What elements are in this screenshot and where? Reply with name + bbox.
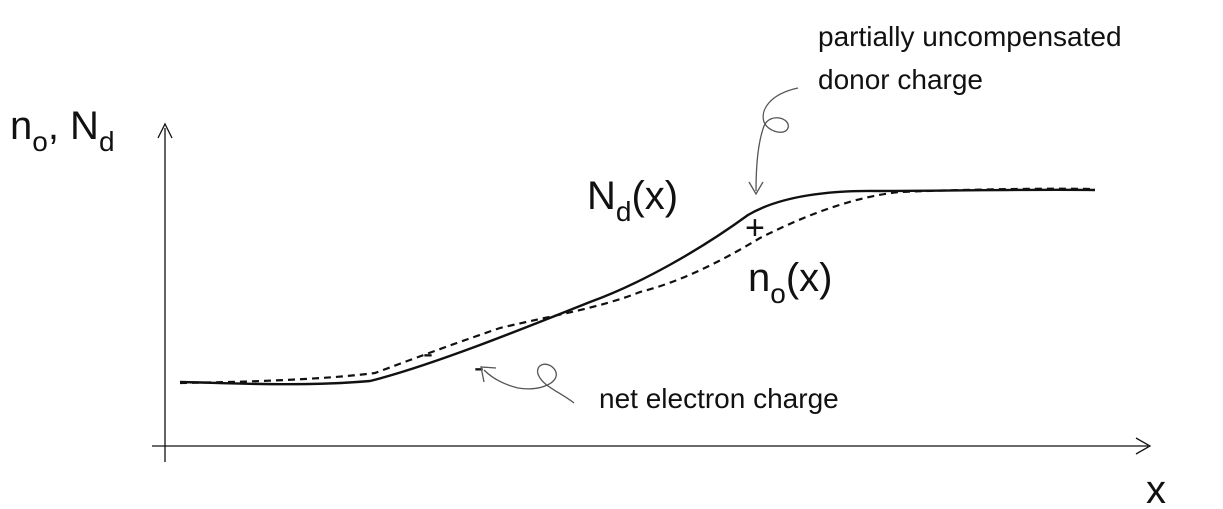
electron-curve-label: no(x) <box>748 256 832 309</box>
x-axis-arrowhead <box>1135 437 1152 455</box>
y-label-sub-o: o <box>32 126 48 157</box>
y-axis-arrowhead <box>157 122 173 139</box>
curly-arrow-shaft-2 <box>483 363 575 404</box>
curly-arrow-head <box>748 181 764 196</box>
electron-label-arg: (x) <box>786 256 833 300</box>
x-axis-label: x <box>1146 468 1166 509</box>
curly-arrow-head-2 <box>480 366 497 383</box>
curves <box>179 187 1096 386</box>
y-label-sep-N: , N <box>48 104 99 148</box>
curly-arrow-shaft <box>755 87 799 192</box>
axes <box>152 122 1152 462</box>
donor-curve-label: Nd(x) <box>587 174 678 227</box>
y-label-n: n <box>10 104 32 148</box>
electron-label-sub-o: o <box>770 278 786 309</box>
y-axis-label: no, Nd <box>10 104 115 157</box>
electron-annotation-arrow <box>480 363 575 404</box>
minus-sign-lower: - <box>474 351 484 384</box>
donor-label-arg: (x) <box>631 174 678 218</box>
donor-annotation-arrow <box>748 87 799 196</box>
y-label-sub-d: d <box>99 126 115 157</box>
donor-annotation-line2: donor charge <box>818 64 983 95</box>
donor-density-curve <box>179 188 1096 386</box>
plus-sign: + <box>745 209 765 247</box>
donor-label-N: N <box>587 174 616 218</box>
electron-label-n: n <box>748 256 770 300</box>
minus-sign-upper: - <box>423 337 433 370</box>
electron-density-curve <box>179 187 1096 385</box>
donor-label-sub-d: d <box>616 196 632 227</box>
electron-annotation: net electron charge <box>599 383 839 414</box>
donor-annotation-line1: partially uncompensated <box>818 21 1122 52</box>
